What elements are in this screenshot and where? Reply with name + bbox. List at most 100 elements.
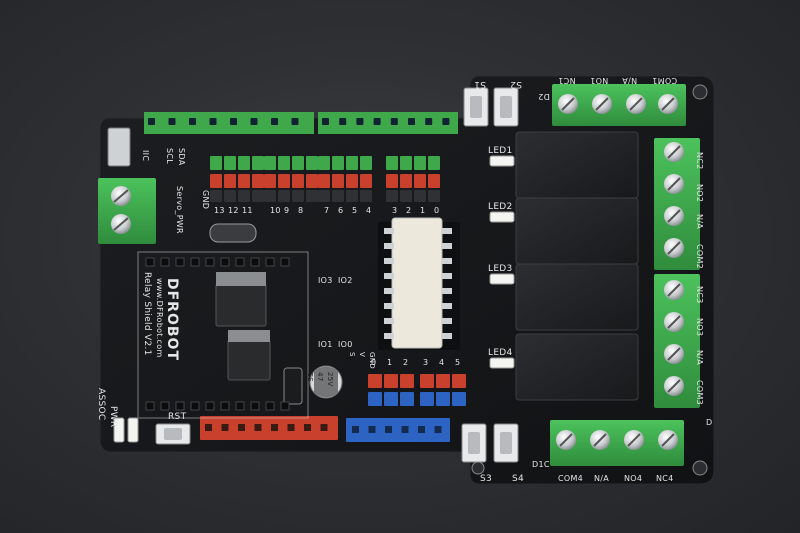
digital-pin-label: 10: [270, 206, 281, 215]
optocoupler-ic: [391, 217, 443, 349]
led4-label: LED4: [488, 348, 513, 358]
io2-label: IO2: [338, 276, 353, 285]
header-hole: [408, 118, 415, 125]
pin-grey: [252, 190, 264, 202]
led-4: [489, 357, 515, 369]
header-hole: [442, 118, 450, 125]
d2-label: D2: [538, 92, 550, 101]
relay-2: [515, 197, 639, 265]
terminal-bottom-4: NC4: [656, 474, 674, 483]
switch-s3-label: S3: [480, 474, 493, 484]
pin-red: [386, 174, 398, 188]
cap-25v: 25V: [326, 372, 334, 387]
header-hole: [168, 118, 176, 125]
d-label: D: [706, 418, 713, 427]
digital-pin-label: 9: [284, 206, 290, 215]
terminal-right-4: COM2: [695, 244, 704, 270]
brand-url: www.DFRobot.com: [155, 278, 164, 358]
pin-red: [332, 174, 344, 188]
push-buttons: [155, 87, 519, 463]
terminal-right-3: N/A: [695, 214, 704, 230]
terminal-right-5: NC3: [695, 286, 704, 304]
pin-green: [386, 156, 398, 170]
right-terminal-block-lower: [654, 274, 700, 408]
terminal-top-4: COM1: [652, 76, 678, 85]
pin-grey: [400, 190, 412, 202]
pin-grey: [332, 190, 344, 202]
pin-green: [278, 156, 290, 170]
pin-grey: [292, 190, 304, 202]
pin-grey: [428, 190, 440, 202]
top-terminal-block: [552, 84, 686, 126]
d1c-label: D1C: [532, 460, 550, 469]
pin-grey: [224, 190, 236, 202]
analog-pin-label: 4: [439, 358, 445, 367]
io3-label: IO3: [318, 276, 333, 285]
pin-green: [292, 156, 304, 170]
mounting-hole: [692, 460, 708, 476]
crystal: [209, 223, 257, 243]
header-hole: [322, 118, 329, 125]
terminal-bottom-1: COM4: [558, 474, 584, 483]
pin-grey: [346, 190, 358, 202]
led-1: [489, 155, 515, 167]
analog-side-label: GND: [368, 352, 376, 369]
pin-green: [332, 156, 344, 170]
pin-red: [278, 174, 290, 188]
pin-red: [428, 174, 440, 188]
pin-green: [238, 156, 250, 170]
pin-green: [346, 156, 358, 170]
relay-4: [515, 333, 639, 401]
assoc-label: ASSOC: [96, 388, 106, 421]
led-assoc: [113, 417, 125, 443]
pin-red: [360, 174, 372, 188]
status-leds: [113, 155, 515, 443]
digital-pin-label: 7: [324, 206, 330, 215]
mounting-hole: [692, 84, 708, 100]
voltage-regulator-1: [215, 283, 267, 327]
io0-label: IO0: [338, 340, 353, 349]
analog-pin-blue: [420, 392, 434, 406]
analog-pin-label: 5: [455, 358, 461, 367]
pin-green: [400, 156, 412, 170]
analog-pin-blue: [384, 392, 398, 406]
pin-grey: [386, 190, 398, 202]
analog-pin-blue: [368, 392, 382, 406]
relay-1: [515, 131, 639, 199]
switch-s4-label: S4: [512, 474, 525, 484]
pin-red: [292, 174, 304, 188]
pin-green: [428, 156, 440, 170]
led-3: [489, 273, 515, 285]
header-hole: [250, 118, 258, 125]
led3-label: LED3: [488, 264, 513, 274]
gnd-label: GND: [201, 190, 210, 210]
analog-pin-red: [368, 374, 382, 388]
header-hole: [271, 118, 278, 125]
pin-red: [238, 174, 250, 188]
xbee-socket-outline: [137, 251, 309, 419]
analog-pin-red: [420, 374, 434, 388]
analog-pin-label: 1: [387, 358, 393, 367]
voltage-regulator-2: [227, 339, 271, 381]
terminal-right-1: NC2: [695, 152, 704, 170]
led2-label: LED2: [488, 202, 513, 212]
analog-pin-red: [452, 374, 466, 388]
pin-green: [360, 156, 372, 170]
terminal-right-7: N/A: [695, 350, 704, 366]
pin-red: [264, 174, 276, 188]
terminal-right-8: COM3: [695, 380, 704, 406]
header-hole: [189, 118, 196, 125]
terminal-right-2: NO2: [695, 184, 704, 203]
header-hole: [148, 118, 155, 125]
header-hole: [339, 118, 347, 125]
pin-grey: [360, 190, 372, 202]
pin-green: [210, 156, 222, 170]
pin-grey: [238, 190, 250, 202]
pin-red: [400, 174, 412, 188]
header-hole: [425, 118, 433, 125]
header-hole: [209, 118, 217, 125]
header-segment: [144, 112, 314, 134]
analog-side-label: V: [358, 352, 366, 358]
pin-red: [210, 174, 222, 188]
